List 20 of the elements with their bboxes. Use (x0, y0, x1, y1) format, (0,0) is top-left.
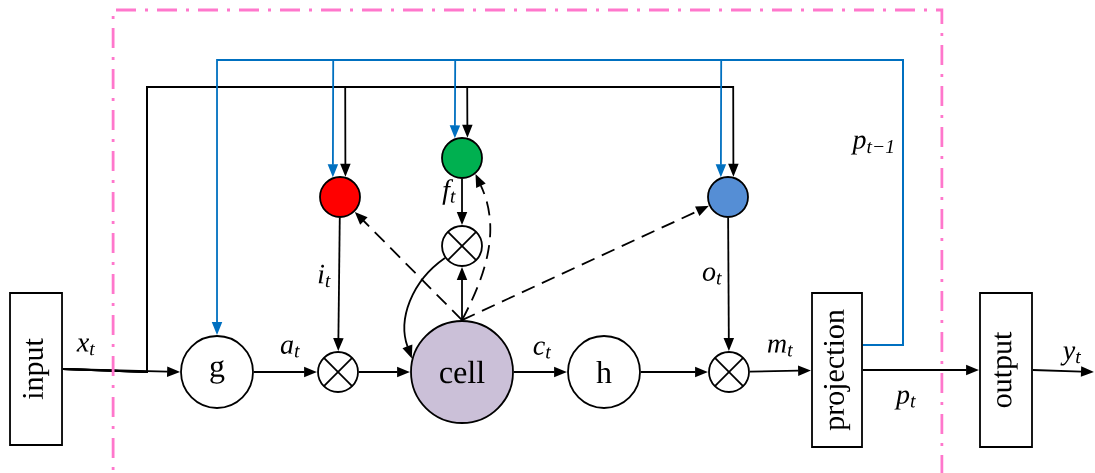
output-box: output (979, 292, 1033, 448)
edge-label: a$_{t}$ (280, 340, 300, 358)
edge-label: p$_{t−1}$ (850, 135, 893, 155)
multiplier-circle (708, 351, 750, 393)
edge-label: p$_{t}$ (894, 390, 916, 410)
edge-label: f$_{t}$ (442, 179, 456, 205)
edge-label: x$_{t}$ (76, 338, 96, 356)
edge-label: o$_{t}$ (702, 267, 722, 285)
multiplier-circle (317, 351, 359, 393)
gate-circle (441, 137, 483, 179)
input-box: input (9, 292, 63, 446)
gate-circle (319, 176, 361, 218)
arrow (62, 86, 739, 373)
edge-label: i$_{t}$ (318, 264, 331, 288)
projection-box: projection (811, 292, 863, 448)
edge-label: m$_{t}$ (767, 339, 793, 357)
edge-label: y$_{t}$ (1060, 346, 1082, 366)
gate-circle (707, 176, 749, 218)
edge-label: c$_{t}$ (533, 341, 552, 359)
multiplier-circle (441, 225, 483, 267)
